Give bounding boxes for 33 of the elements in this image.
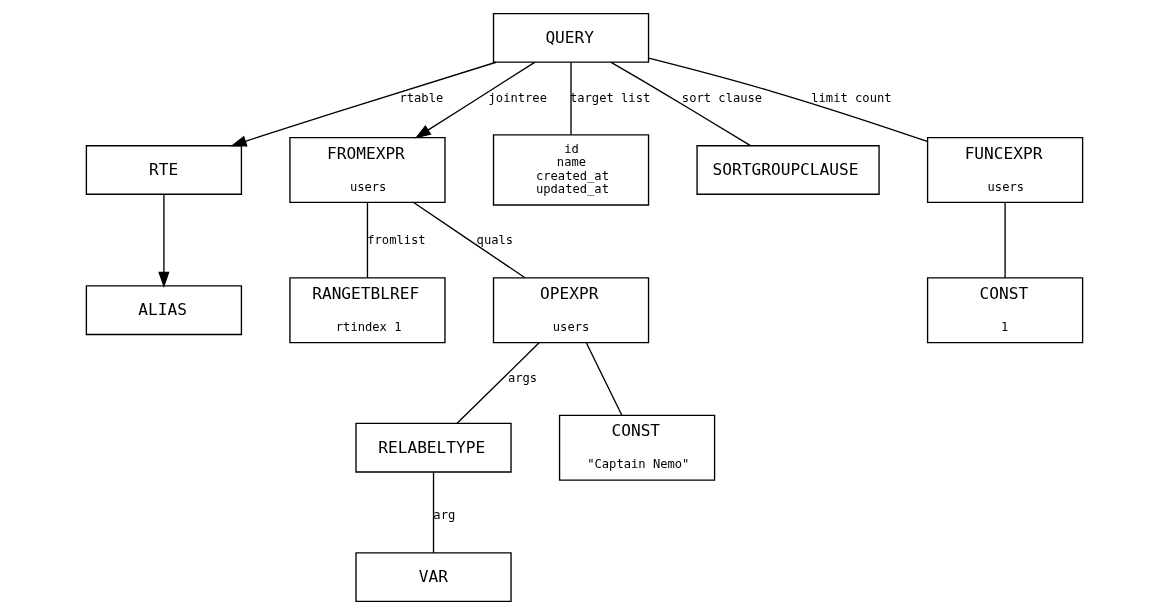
connector bbox=[432, 471, 434, 554]
node-box: CONST 1 bbox=[926, 277, 1083, 344]
connector bbox=[366, 201, 368, 279]
node-box: FUNCEXPR users bbox=[926, 136, 1083, 204]
node-box: QUERY bbox=[492, 12, 649, 63]
connector bbox=[647, 57, 928, 143]
node-box: SORTGROUPCLAUSE bbox=[695, 145, 880, 195]
edge-label: jointree bbox=[488, 90, 547, 105]
node-box: id name created_at updated_at bbox=[492, 134, 649, 206]
connector bbox=[609, 61, 751, 147]
node-box: RTE bbox=[85, 145, 242, 195]
node-box: RELABELTYPE bbox=[354, 422, 512, 473]
edge-label: arg bbox=[432, 508, 455, 523]
edge-label: args bbox=[507, 370, 537, 385]
edge-label: rtable bbox=[398, 90, 443, 105]
node-box: RANGETBLREF rtindex 1 bbox=[288, 277, 446, 344]
connector bbox=[455, 342, 540, 424]
node-box: VAR bbox=[354, 552, 512, 603]
arrow bbox=[229, 61, 497, 147]
edge-label: quals bbox=[476, 233, 513, 248]
connector bbox=[569, 61, 572, 136]
arrow bbox=[157, 194, 170, 288]
connector bbox=[585, 342, 622, 416]
arrow bbox=[414, 61, 535, 139]
node-box: FROMEXPR users bbox=[288, 136, 446, 204]
node-box: ALIAS bbox=[85, 285, 242, 336]
connector bbox=[1003, 201, 1006, 279]
node-box: CONST "Captain Nemo" bbox=[558, 414, 715, 481]
node-box: OPEXPR users bbox=[492, 277, 649, 344]
edge-label: sort clause bbox=[681, 90, 762, 105]
edge-label: fromlist bbox=[366, 233, 426, 248]
connector bbox=[412, 201, 526, 279]
edge-label: limit count bbox=[810, 90, 892, 105]
